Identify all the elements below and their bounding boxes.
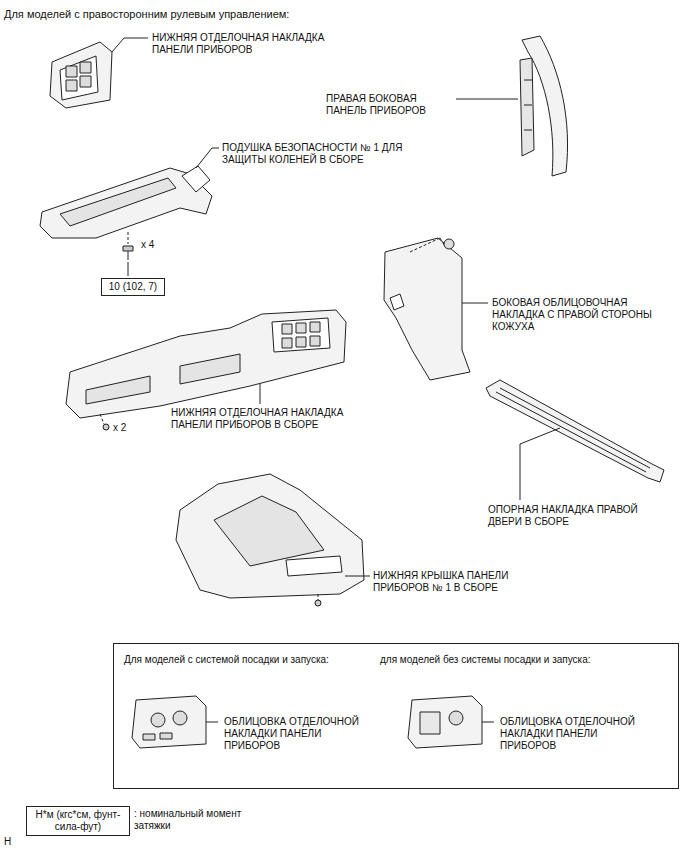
variant-frame: Для моделей с системой посадки и запуска…: [113, 643, 679, 789]
torque-box: 10 (102, 7): [101, 278, 165, 296]
quantity-label: x 2: [113, 422, 153, 434]
trim-icon-without-entry: [408, 696, 494, 748]
side-panel-part: [520, 36, 568, 176]
legend-description: : номинальный момент затяжки: [134, 808, 244, 832]
variant-heading: для моделей без системы посадки и запуск…: [380, 654, 660, 666]
part-name: НИЖНЯЯ КРЫШКА ПАНЕЛИ ПРИБОРОВ № 1 В СБОР…: [373, 570, 543, 594]
part-name: НИЖНЯЯ ОТДЕЛОЧНАЯ НАКЛАДКА ПАНЕЛИ ПРИБОР…: [171, 407, 376, 431]
part-name: ПОДУШКА БЕЗОПАСНОСТИ № 1 ДЛЯ ЗАЩИТЫ КОЛЕ…: [222, 142, 422, 166]
part-name: НИЖНЯЯ ОТДЕЛОЧНАЯ НАКЛАДКА ПАНЕЛИ ПРИБОР…: [152, 32, 357, 56]
part-name: БОКОВАЯ ОБЛИЦОВОЧНАЯ НАКЛАДКА С ПРАВОЙ С…: [492, 297, 652, 333]
part-name: ОБЛИЦОВКА ОТДЕЛОЧНОЙ НАКЛАДКИ ПАНЕЛИ ПРИ…: [500, 716, 650, 752]
page-title: Для моделей с правосторонним рулевым упр…: [4, 8, 289, 21]
lower-cover-part: [176, 474, 370, 606]
part-name: ОБЛИЦОВКА ОТДЕЛОЧНОЙ НАКЛАДКИ ПАНЕЛИ ПРИ…: [224, 716, 374, 752]
torque-legend-box: Н*м (кгс*см, фунт-сила-фут): [26, 806, 130, 836]
part-name: ПРАВАЯ БОКОВАЯ ПАНЕЛЬ ПРИБОРОВ: [326, 93, 454, 117]
knee-airbag-part: [40, 166, 212, 276]
box-text: 10 (102, 7): [106, 281, 160, 293]
part-name: ОПОРНАЯ НАКЛАДКА ПРАВОЙ ДВЕРИ В СБОРЕ: [488, 504, 673, 528]
trim-icon-with-entry: [132, 696, 218, 748]
scuff-plate-part: [486, 380, 664, 500]
figure-code: H: [4, 836, 24, 848]
lower-trim-part: [50, 42, 112, 108]
quantity-label: x 4: [141, 239, 181, 251]
box-text: Н*м (кгс*см, фунт-сила-фут): [31, 809, 125, 833]
variant-heading: Для моделей с системой посадки и запуска…: [124, 654, 354, 666]
side-cover-part: [384, 238, 488, 380]
